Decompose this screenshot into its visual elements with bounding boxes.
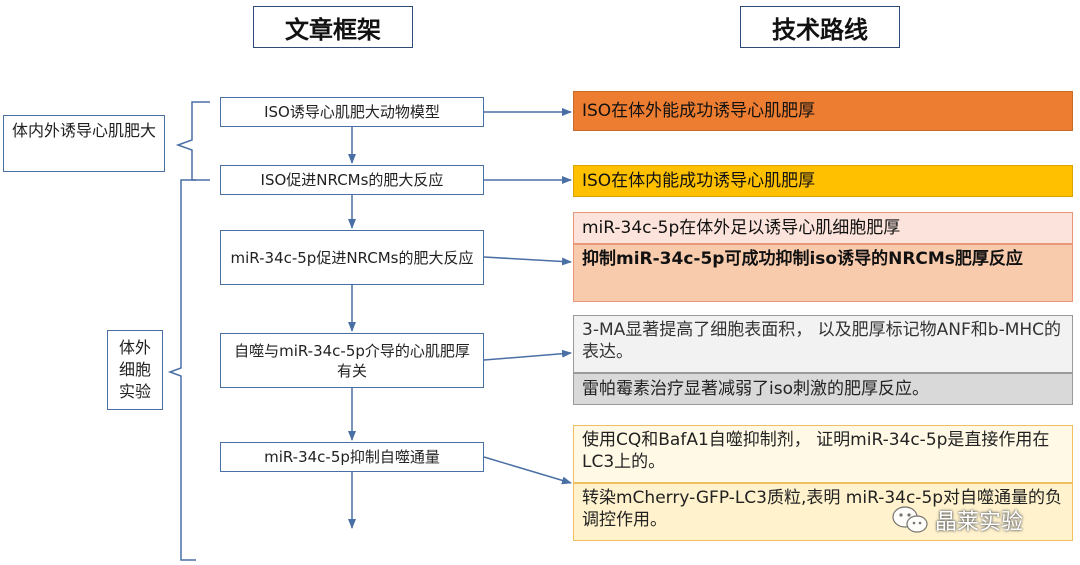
result-1: ISO在体外能成功诱导心肌肥厚 <box>573 91 1073 131</box>
label-in-vitro-line2: 细胞 <box>118 360 151 379</box>
step-5: miR-34c-5p抑制自噬通量 <box>220 442 484 472</box>
result-4a: 3-MA显著提高了细胞表面积， 以及肥厚标记物ANF和b-MHC的表达。 <box>573 315 1073 373</box>
label-in-vivo-vitro: 体内外诱导心肌肥大 <box>3 115 165 172</box>
header-framework: 文章框架 <box>253 6 413 48</box>
label-in-vitro-line1: 体外 <box>118 338 151 357</box>
label-in-vitro-line3: 实验 <box>118 382 151 401</box>
result-3b: 抑制miR-34c-5p可成功抑制iso诱导的NRCMs肥厚反应 <box>573 244 1073 302</box>
step-4: 自噬与miR-34c-5p介导的心肌肥厚有关 <box>220 333 484 388</box>
result-3a: miR-34c-5p在体外足以诱导心肌细胞肥厚 <box>573 212 1073 244</box>
label-in-vitro-cell-experiment: 体外 细胞 实验 <box>107 330 163 410</box>
step-1: ISO诱导心肌肥大动物模型 <box>220 97 484 127</box>
step-2: ISO促进NRCMs的肥大反应 <box>220 165 484 195</box>
watermark: 晶莱实验 <box>935 510 1024 535</box>
step-3: miR-34c-5p促进NRCMs的肥大反应 <box>220 230 484 285</box>
brace-top <box>175 101 210 181</box>
arrow-right-5 <box>483 456 572 485</box>
result-5a: 使用CQ和BafA1自噬抑制剂， 证明miR-34c-5p是直接作用在LC3上的… <box>573 425 1073 483</box>
arrow-right-3 <box>483 256 572 266</box>
result-5b: 转染mCherry-GFP-LC3质粒,表明 miR-34c-5p对自噬通量的负… <box>573 483 1073 541</box>
result-2: ISO在体内能成功诱导心肌肥厚 <box>573 165 1073 197</box>
brace-bottom <box>167 179 196 561</box>
header-route: 技术路线 <box>740 6 900 48</box>
result-4b: 雷帕霉素治疗显著减弱了iso刺激的肥厚反应。 <box>573 373 1073 405</box>
arrow-right-4 <box>483 349 572 361</box>
